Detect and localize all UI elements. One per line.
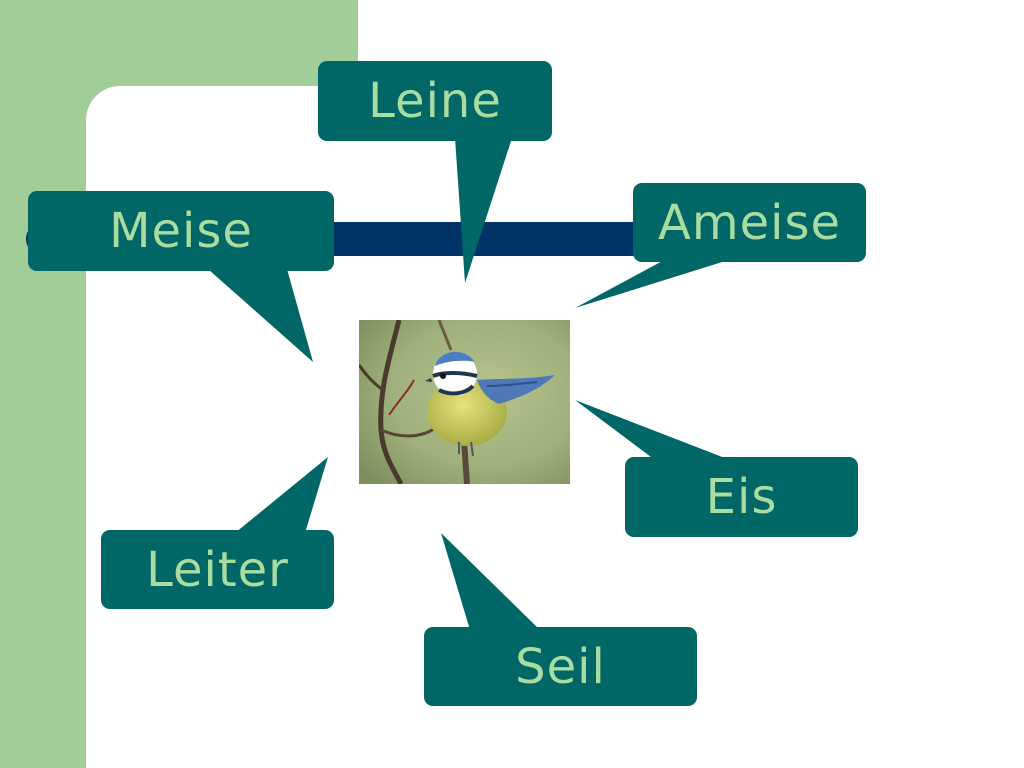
bird-photo [359,320,570,484]
word-bubble-leiter: Leiter [101,530,334,609]
word-bubble-ameise: Ameise [633,183,866,262]
word-meise: Meise [109,203,253,259]
tail-seil [441,533,540,630]
blue-tit-image [359,320,570,484]
tail-leine [455,138,512,283]
word-bubble-seil: Seil [424,627,697,706]
tail-meise [200,262,313,362]
word-eis: Eis [705,469,778,525]
word-leiter: Leiter [146,541,289,598]
tail-eis [575,400,730,460]
word-ameise: Ameise [658,194,841,251]
word-seil: Seil [515,638,606,695]
tail-leiter [235,457,328,533]
word-bubble-eis: Eis [625,457,858,537]
word-bubble-leine: Leine [318,61,552,141]
tail-ameise [575,258,735,308]
word-bubble-meise: Meise [28,191,334,271]
word-leine: Leine [368,73,502,129]
